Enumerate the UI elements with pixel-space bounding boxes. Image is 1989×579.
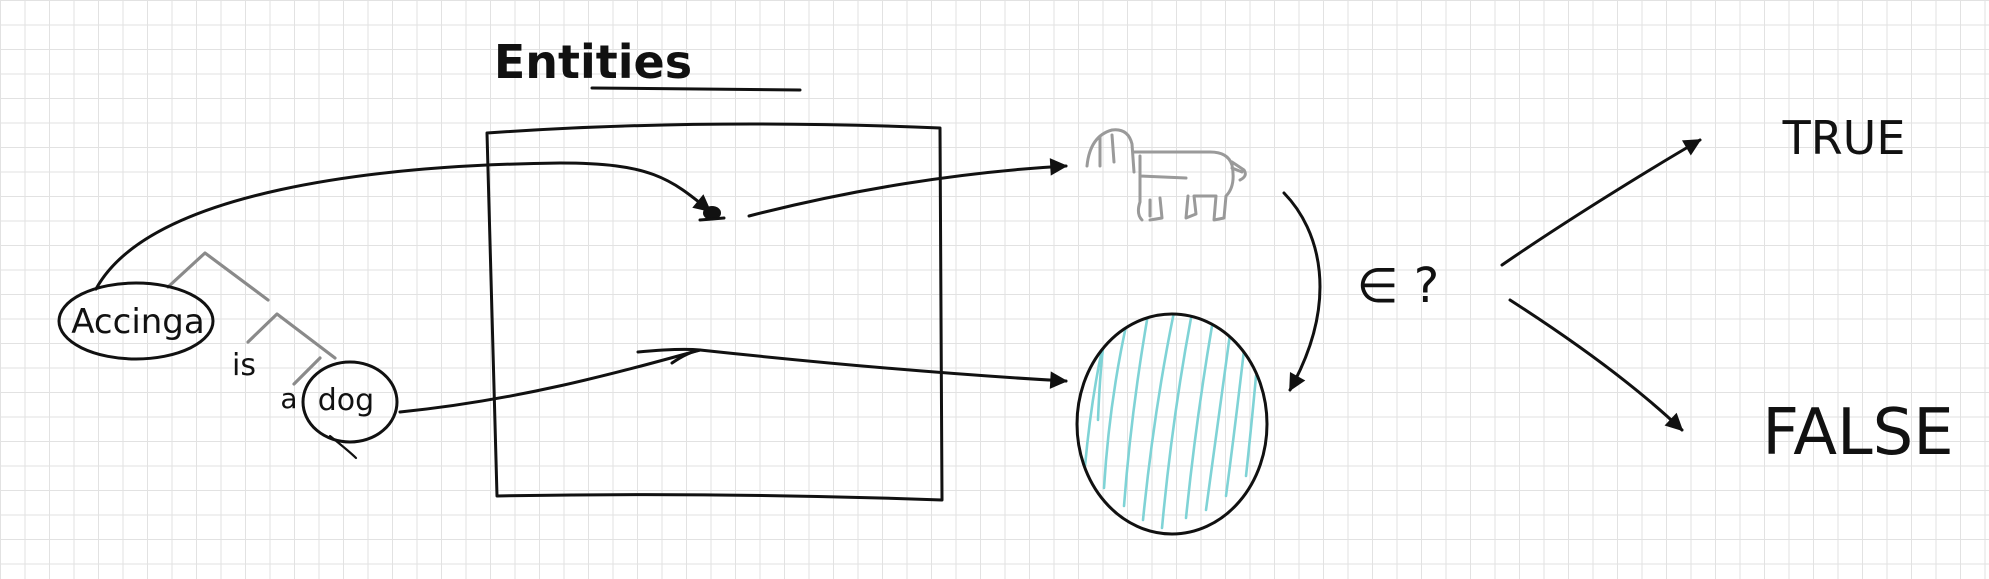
dog-sketch-icon — [1085, 128, 1247, 222]
entities-title: Entities — [494, 35, 692, 89]
false-label: FALSE — [1762, 396, 1953, 470]
subject-ellipse — [57, 281, 215, 361]
subject-to-entity-arrow — [94, 161, 712, 291]
entities-box — [485, 122, 944, 502]
false-arrow — [1508, 298, 1684, 432]
noun-scribble — [328, 434, 358, 460]
entity-to-dog-arrow — [747, 158, 1068, 218]
verb-label: is — [232, 348, 256, 383]
subject-node: Accinga — [57, 281, 215, 361]
true-label: TRUE — [1782, 111, 1906, 165]
parse-tree — [166, 251, 337, 386]
set-circle — [1075, 312, 1269, 536]
set-hatching — [1083, 314, 1258, 530]
noun-ellipse — [301, 360, 399, 444]
noun-node: dog — [301, 360, 399, 460]
true-arrow — [1500, 138, 1702, 267]
entity-dot-icon — [698, 206, 726, 222]
noun-label: dog — [318, 383, 374, 418]
title-underline — [590, 86, 802, 92]
noun-to-entity-arrow — [398, 348, 702, 414]
entity-to-set-arrow — [698, 348, 1068, 389]
subject-label: Accinga — [71, 302, 204, 342]
membership-curve — [1282, 191, 1322, 392]
article-label: a — [280, 382, 297, 415]
lower-entity-mark — [636, 347, 702, 365]
membership-question: ∈ ? — [1357, 258, 1440, 314]
